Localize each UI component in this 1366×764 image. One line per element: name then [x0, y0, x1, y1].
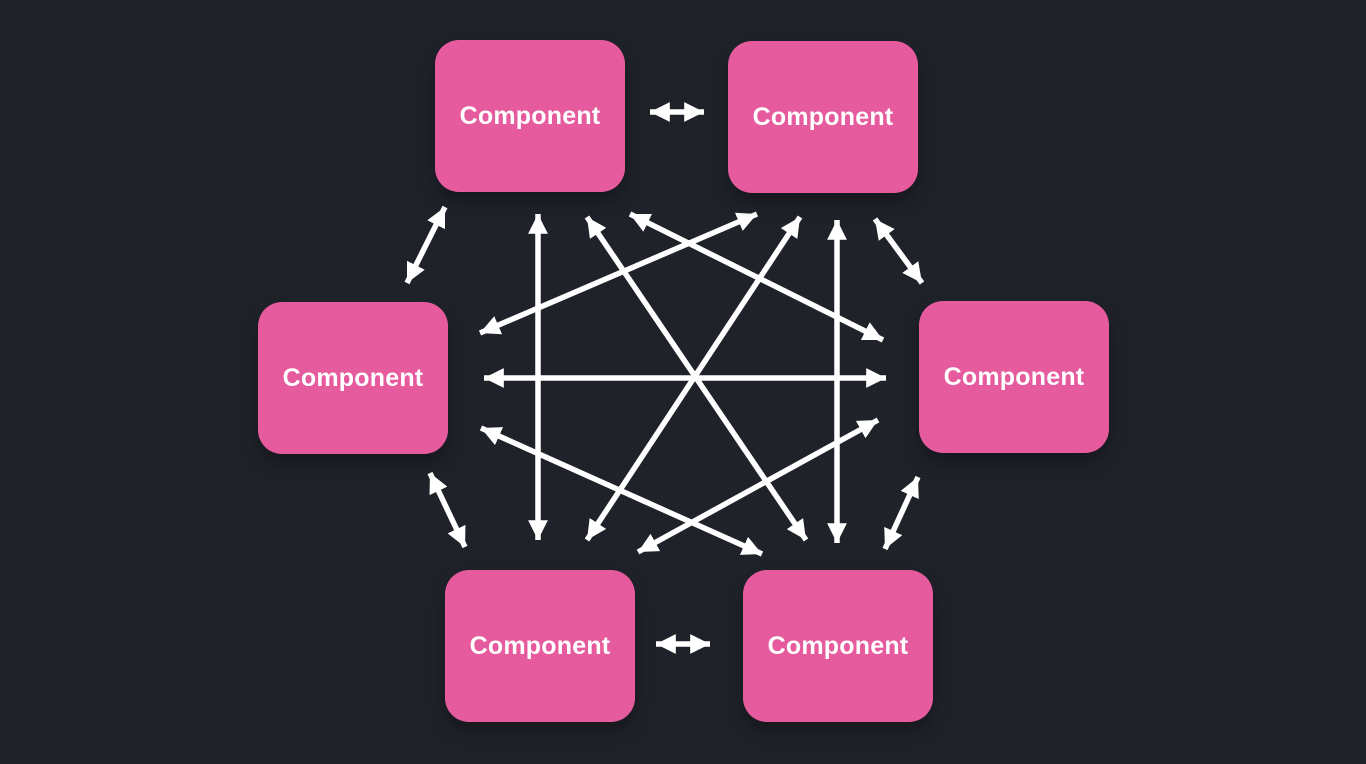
- component-node-top-right: Component: [728, 41, 918, 193]
- component-node-right: Component: [919, 301, 1109, 453]
- arrow-top-left--bottom-right: [584, 215, 809, 542]
- arrow-top-left--right: [628, 211, 885, 343]
- component-label: Component: [459, 101, 601, 130]
- arrow-top-right--right: [872, 217, 925, 285]
- arrow-right--bottom-left: [636, 417, 880, 555]
- component-label: Component: [767, 631, 909, 660]
- component-label: Component: [752, 102, 894, 131]
- component-label: Component: [943, 362, 1085, 391]
- arrow-right--bottom-right: [882, 475, 921, 551]
- arrow-top-right--left: [478, 211, 759, 336]
- arrow-left--bottom-right: [479, 425, 764, 557]
- component-node-bottom-left: Component: [445, 570, 635, 722]
- component-label: Component: [469, 631, 611, 660]
- component-node-left: Component: [258, 302, 448, 454]
- arrow-left--bottom-left: [427, 471, 468, 549]
- component-node-bottom-right: Component: [743, 570, 933, 722]
- component-label: Component: [282, 363, 424, 392]
- arrow-top-left--left: [404, 205, 448, 285]
- arrow-top-right--bottom-left: [584, 215, 803, 542]
- component-node-top-left: Component: [435, 40, 625, 192]
